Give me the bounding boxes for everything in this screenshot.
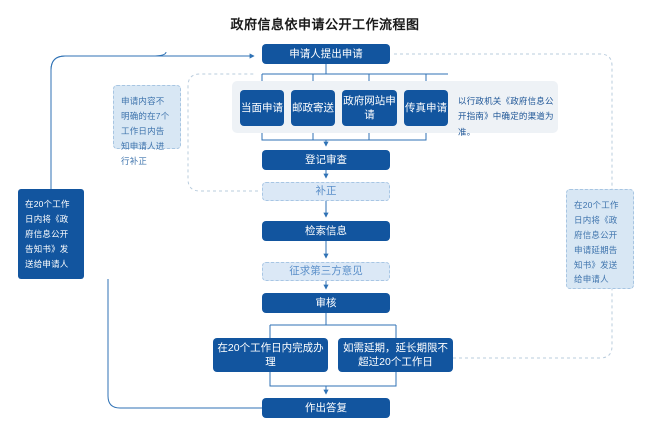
methods-panel-note: 以行政机关《政府信息公开指南》中确定的渠道为准。 [458, 96, 554, 137]
node-method-website[interactable]: 政府网站申请 [342, 90, 397, 126]
wire-branch-bus-bottom [269, 372, 397, 387]
note-deliver-notice: 在20个工作日内将《政府信息公开告知书》发送给申请人 [18, 189, 84, 279]
node-make-reply[interactable]: 作出答复 [262, 398, 390, 418]
page-title: 政府信息依申请公开工作流程图 [230, 17, 420, 32]
node-third-party-opinion[interactable]: 征求第三方意见 [262, 262, 390, 281]
node-branch-extension[interactable]: 如需延期，延长期限不超过20个工作日 [338, 338, 453, 372]
note-deliver-extension-notice: 在20个工作日内将《政府信息公开申请延期告知书》发送给申请人 [566, 189, 634, 289]
node-apply[interactable]: 申请人提出申请 [262, 44, 390, 64]
node-search-information[interactable]: 检索信息 [262, 221, 390, 241]
node-method-fax[interactable]: 传真申请 [404, 90, 448, 126]
node-method-postal[interactable]: 邮政寄送 [291, 90, 335, 126]
node-method-in-person[interactable]: 当面申请 [240, 90, 284, 126]
node-register-review[interactable]: 登记审查 [262, 150, 390, 170]
node-review[interactable]: 审核 [262, 293, 390, 313]
node-branch-complete-20-days[interactable]: 在20个工作日内完成办理 [213, 338, 328, 372]
note-unclear-application: 申请内容不明确的在7个工作日内告知申请人进行补正 [113, 85, 181, 166]
node-amendment[interactable]: 补正 [262, 182, 390, 201]
wire-extend-to-note-right [453, 289, 613, 359]
